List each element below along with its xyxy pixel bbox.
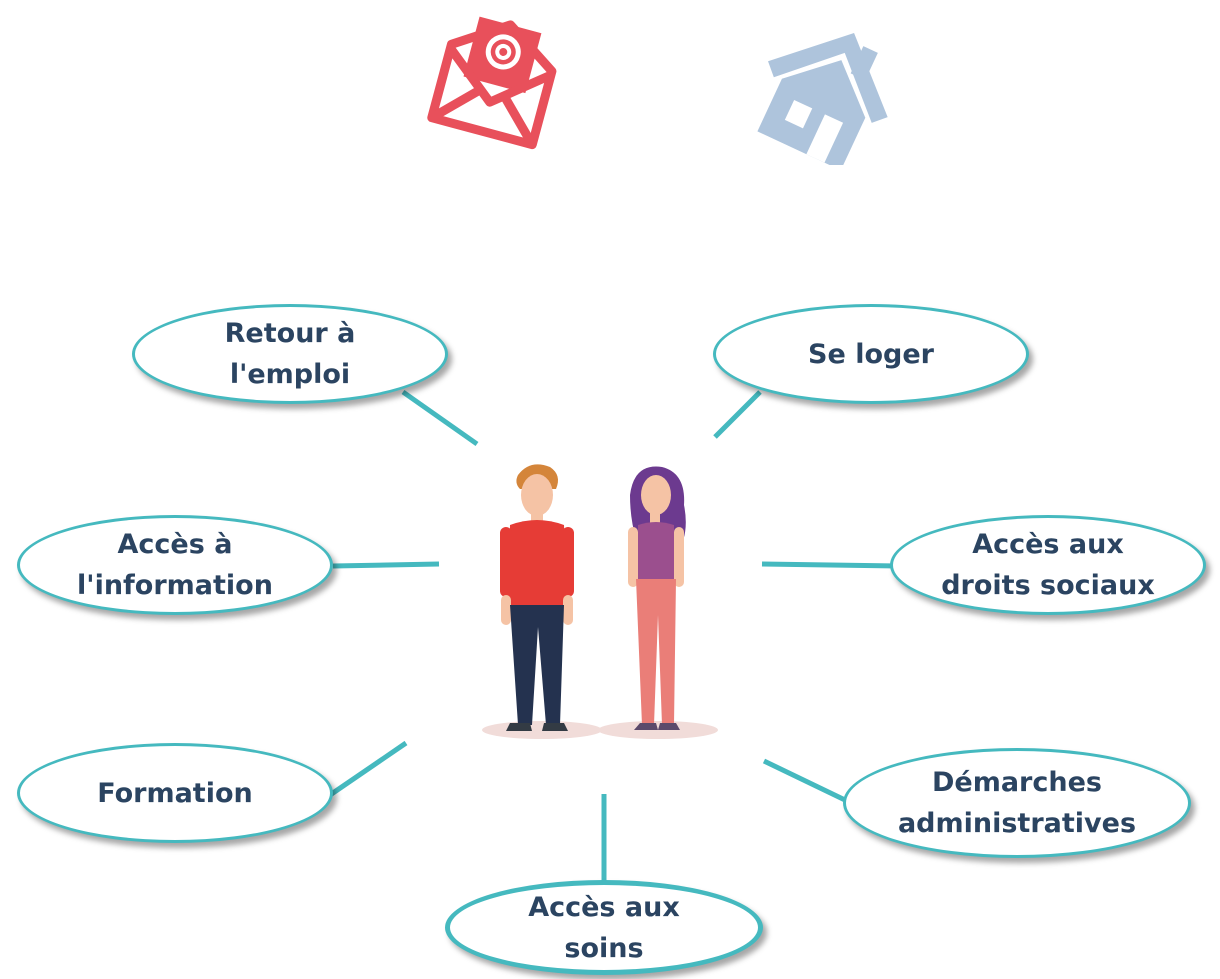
bubble-se-loger: Se loger	[713, 304, 1029, 404]
connector-acces-information	[332, 561, 440, 569]
woman-figure	[628, 466, 686, 730]
people-illustration	[482, 464, 718, 739]
bubble-acces-information: Accès à l'information	[17, 515, 333, 615]
bubble-label: Démarches administratives	[897, 767, 1137, 839]
bubble-label: Formation	[97, 777, 253, 809]
bubble-label: Retour à l'emploi	[224, 318, 356, 390]
connector-acces-droits-sociaux	[761, 561, 896, 569]
bubble-label: Accès aux droits sociaux	[941, 529, 1155, 601]
connector-demarches-administratives	[762, 758, 847, 803]
bubble-acces-droits-sociaux: Accès aux droits sociaux	[890, 515, 1206, 615]
house-icon	[757, 32, 888, 165]
bubble-demarches-administratives: Démarches administratives	[843, 748, 1191, 858]
bubble-label: Accès aux soins	[528, 891, 680, 964]
bubble-retour-emploi: Retour à l'emploi	[132, 304, 448, 404]
bubble-formation: Formation	[17, 743, 333, 843]
connector-formation	[328, 740, 408, 798]
connector-retour-emploi	[401, 389, 479, 447]
connector-se-loger	[713, 390, 762, 439]
bubble-label: Accès à l'information	[77, 529, 273, 601]
man-figure	[500, 464, 574, 731]
email-envelope-icon	[427, 16, 557, 150]
bubble-acces-soins: Accès aux soins	[445, 880, 763, 975]
bubble-label: Se loger	[808, 338, 934, 370]
